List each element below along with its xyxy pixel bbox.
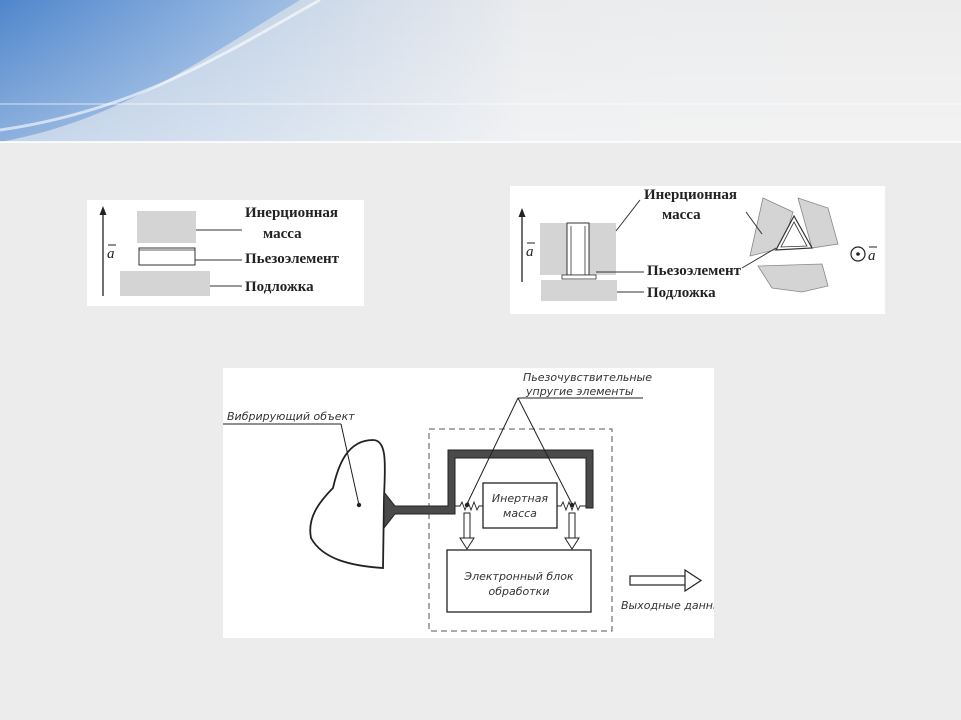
sensor-scheme-diagram: Вибрирующий объект Пьезочувствительные у…: [223, 371, 714, 632]
acceleration-label: a: [107, 246, 115, 262]
center-post: [566, 222, 590, 276]
label-base: Подложка: [245, 279, 314, 295]
acceleration-arrowhead: [518, 208, 526, 217]
label-mass-line2: масса: [263, 226, 302, 242]
electronic-processing-block: [446, 549, 592, 613]
label-elastic-line2: упругие элементы: [525, 385, 634, 398]
label-mass-line1: Инерционная: [644, 187, 737, 203]
leader-elastic-right: [517, 397, 573, 505]
compression-sensor-diagram: a Инерционная масса Пьезоэлемент Подложк…: [99, 205, 340, 296]
shear-sensor-figure: a Инерционная масса Пьезоэлемент Подложк…: [510, 186, 885, 314]
leader-elastic-left: [466, 397, 519, 505]
inertial-mass-block: [137, 211, 196, 243]
signal-arrow-right: [564, 512, 580, 550]
label-base: Подложка: [647, 285, 716, 301]
label-piezo: Пьезоэлемент: [647, 263, 742, 279]
base-plate: [541, 280, 617, 301]
vibrating-object: [309, 439, 386, 569]
label-mass-line2: масса: [503, 507, 537, 520]
spring-left: [455, 500, 483, 512]
label-vibrating-object: Вибрирующий объект: [227, 410, 355, 423]
inertial-mass-box: [482, 482, 558, 529]
label-output: Выходные данные: [621, 599, 714, 612]
shear-sensor-diagram: a Инерционная масса Пьезоэлемент Подложк…: [518, 187, 877, 301]
acceleration-label-right: a: [868, 248, 876, 264]
triangle-shear-assembly: [749, 197, 839, 293]
label-piezo: Пьезоэлемент: [245, 251, 340, 267]
sensor-housing-outline: [428, 428, 613, 632]
label-mass-line1: Инертная: [492, 492, 549, 505]
acceleration-arrowhead: [99, 206, 107, 215]
compression-sensor-figure: a Инерционная масса Пьезоэлемент Подложк…: [87, 200, 364, 306]
label-elastic-line1: Пьезочувствительные: [523, 371, 652, 384]
rigid-frame: [383, 449, 594, 530]
label-mass-line2: масса: [662, 207, 701, 223]
leader-mass: [615, 199, 641, 232]
label-block-line2: обработки: [489, 585, 550, 598]
label-mass-line1: Инерционная: [245, 205, 338, 221]
output-arrow: [629, 568, 703, 593]
acceleration-label-left: a: [526, 244, 534, 260]
label-block-line1: Электронный блок: [463, 570, 574, 583]
signal-arrow-left: [459, 512, 475, 550]
out-of-plane-symbol: [850, 246, 866, 262]
sensor-scheme-figure: Вибрирующий объект Пьезочувствительные у…: [223, 368, 714, 638]
piezo-element: [138, 247, 196, 266]
base-plate: [120, 271, 210, 296]
